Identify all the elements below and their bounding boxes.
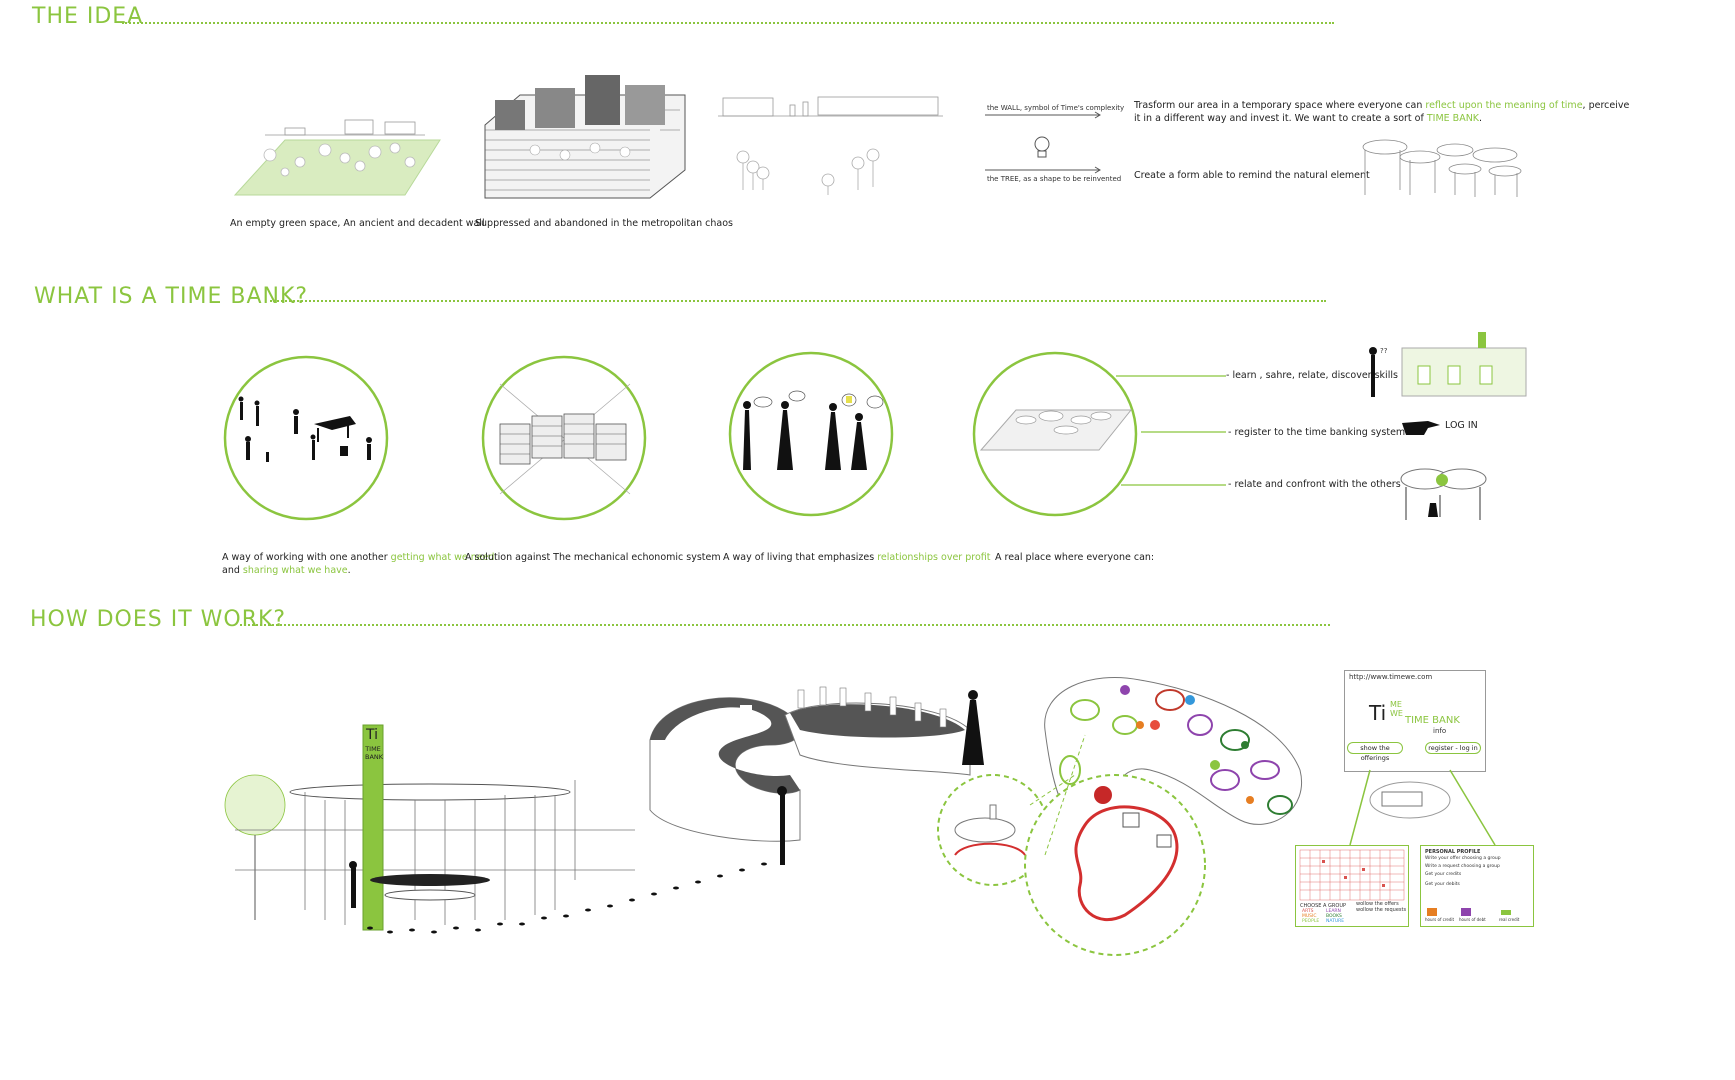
calendar-group-people[interactable]: PEOPLE (1302, 919, 1320, 924)
legend-debt-swatch (1461, 908, 1471, 916)
website-info: info (1433, 727, 1447, 735)
calendar-follow-requests[interactable]: wollow the requests (1356, 907, 1407, 913)
metropolitan-block-illustration (484, 75, 686, 199)
pointing-hand-icon (1402, 421, 1440, 435)
section-title-how: HOW DOES IT WORK? (30, 607, 287, 632)
curved-bench-illustration (649, 686, 984, 865)
calendar-group-arts[interactable]: ARTS (1302, 909, 1314, 914)
caption-solution: A solution against The mechanical echono… (465, 552, 721, 563)
profile-offer[interactable]: Write your offer choosing a group (1425, 856, 1501, 861)
arrows-and-bulb (985, 111, 1101, 174)
profile-credits[interactable]: Get your credits (1425, 872, 1462, 877)
caption-green-space: An empty green space, An ancient and dec… (230, 218, 485, 229)
legend-debt-label: hours of debt (1459, 917, 1486, 922)
legend-real-label: real credit (1499, 917, 1520, 922)
list-item-learn: - learn , sahre, relate, discover skills (1226, 370, 1398, 381)
website-logo-me: ME (1390, 700, 1402, 709)
calendar-grid (1299, 849, 1405, 901)
website-connectors (1349, 769, 1496, 846)
calendar-group-music[interactable]: MUSIC (1302, 914, 1317, 919)
section-title-timebank: WHAT IS A TIME BANK? (34, 284, 309, 309)
caption-real-place: A real place where everyone can: (995, 552, 1155, 563)
caption-metropolitan: Suppressed and abandoned in the metropol… (475, 218, 733, 229)
transform-text: Trasform our area in a temporary space w… (1134, 100, 1630, 124)
tree-tables-sketch (1362, 139, 1522, 197)
circle-money-stacks (481, 355, 647, 521)
green-field-illustration (233, 119, 441, 196)
circle-real-place (972, 351, 1138, 517)
wall-label: the WALL, symbol of Time's complexity (987, 104, 1125, 112)
tower-label: TIME BANK (365, 745, 384, 761)
tree-label: the TREE, as a shape to be reinvented (987, 175, 1122, 183)
circle-relationships (728, 351, 894, 517)
list-item-register: - register to the time banking system (1228, 427, 1406, 438)
calendar-group-nature[interactable]: NATURE (1326, 919, 1345, 924)
building-elevation (1401, 332, 1527, 397)
section-divider (240, 624, 1330, 626)
create-form-text: Create a form able to remind the natural… (1134, 170, 1370, 181)
list-item-relate: - relate and confront with the others (1228, 479, 1401, 490)
section-title-idea: THE IDEA (32, 4, 144, 29)
calendar-panel: CHOOSE A GROUP wollow the offers wollow … (1295, 845, 1409, 927)
profile-panel: PERSONAL PROFILE Write your offer choosi… (1420, 845, 1534, 927)
section-divider (122, 22, 1334, 24)
calendar-follow-offers[interactable]: wollow the offers (1356, 901, 1399, 907)
login-label: LOG IN (1445, 420, 1478, 431)
website-url: http://www.timewe.com (1349, 673, 1433, 681)
profile-debits[interactable]: Get your debits (1425, 882, 1460, 887)
tower-logo: Ti (366, 727, 379, 743)
show-offerings-button[interactable]: show the offerings (1347, 742, 1403, 762)
calendar-group-learn[interactable]: LEARN (1326, 909, 1341, 914)
tables-sketch (1400, 468, 1487, 520)
connector-lines (1116, 375, 1226, 486)
calendar-group-books[interactable]: BOOKS (1326, 914, 1342, 919)
section-divider (270, 300, 1326, 302)
calendar-choose-group: CHOOSE A GROUP (1300, 903, 1347, 909)
circle-people-working (223, 355, 389, 521)
website-logo-we: WE (1390, 709, 1403, 718)
legend-credit-swatch (1427, 908, 1437, 916)
website-bank-title: TIME BANK (1405, 715, 1460, 726)
question-marks: ?? (1380, 347, 1388, 355)
caption-way-of-living: A way of living that emphasizes relation… (723, 552, 991, 563)
caption-way-of-working: A way of working with one another gettin… (222, 552, 495, 576)
website-logo-ti: Ti (1369, 701, 1387, 725)
register-login-button[interactable]: register - log in (1425, 742, 1481, 754)
footsteps-path (367, 862, 767, 934)
pavilion-illustration (224, 724, 635, 931)
person-figure (1369, 347, 1377, 397)
legend-real-swatch (1501, 910, 1511, 915)
zoom-detail-circles (937, 734, 1206, 956)
profile-request[interactable]: Write a request choosing a group (1425, 864, 1500, 869)
website-mockup: http://www.timewe.com Ti ME WE TIME BANK… (1344, 670, 1486, 772)
profile-title: PERSONAL PROFILE (1425, 849, 1481, 855)
wall-trees-elevation (718, 96, 943, 195)
legend-credit-label: hours of credit (1425, 917, 1455, 922)
